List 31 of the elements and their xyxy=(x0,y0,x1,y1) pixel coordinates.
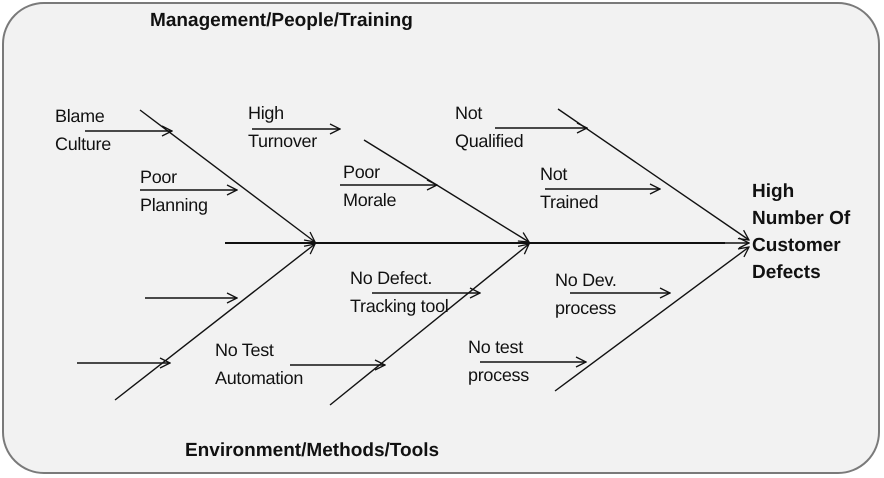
cause-label: Not Trained xyxy=(540,160,600,216)
cause-label: No Dev. process xyxy=(555,266,618,322)
arrow xyxy=(495,122,588,134)
arrow xyxy=(252,123,341,135)
cause-label: High Turnover xyxy=(248,99,318,155)
arrow xyxy=(480,356,587,368)
cause-label: No test process xyxy=(468,333,530,389)
effect-label: High Number Of Customer Defects xyxy=(752,178,852,286)
bone-arrow xyxy=(114,243,316,401)
arrow xyxy=(340,179,438,191)
arrow xyxy=(554,246,750,392)
arrow xyxy=(85,125,173,137)
arrow xyxy=(545,183,661,195)
cause-label: Not Qualified xyxy=(455,99,525,155)
bone-arrow xyxy=(330,243,530,406)
arrow xyxy=(140,184,238,196)
category-heading: Management/People/Training xyxy=(150,10,413,32)
spine-line xyxy=(225,242,725,244)
arrow xyxy=(558,108,750,241)
cause-label: No Defect. Tracking tool xyxy=(350,264,450,320)
bone-arrow xyxy=(140,109,316,243)
arrow xyxy=(570,287,671,299)
category-heading: Environment/Methods/Tools xyxy=(185,440,440,462)
arrow xyxy=(725,237,750,249)
cause-label: Poor Morale xyxy=(343,158,398,214)
arrow xyxy=(290,359,386,371)
bone-arrow xyxy=(364,139,530,243)
cause-label: Poor Planning xyxy=(140,163,209,219)
cause-label: Blame Culture xyxy=(55,102,112,158)
cause-label: No Test Automation xyxy=(215,336,305,392)
arrow xyxy=(372,287,481,299)
